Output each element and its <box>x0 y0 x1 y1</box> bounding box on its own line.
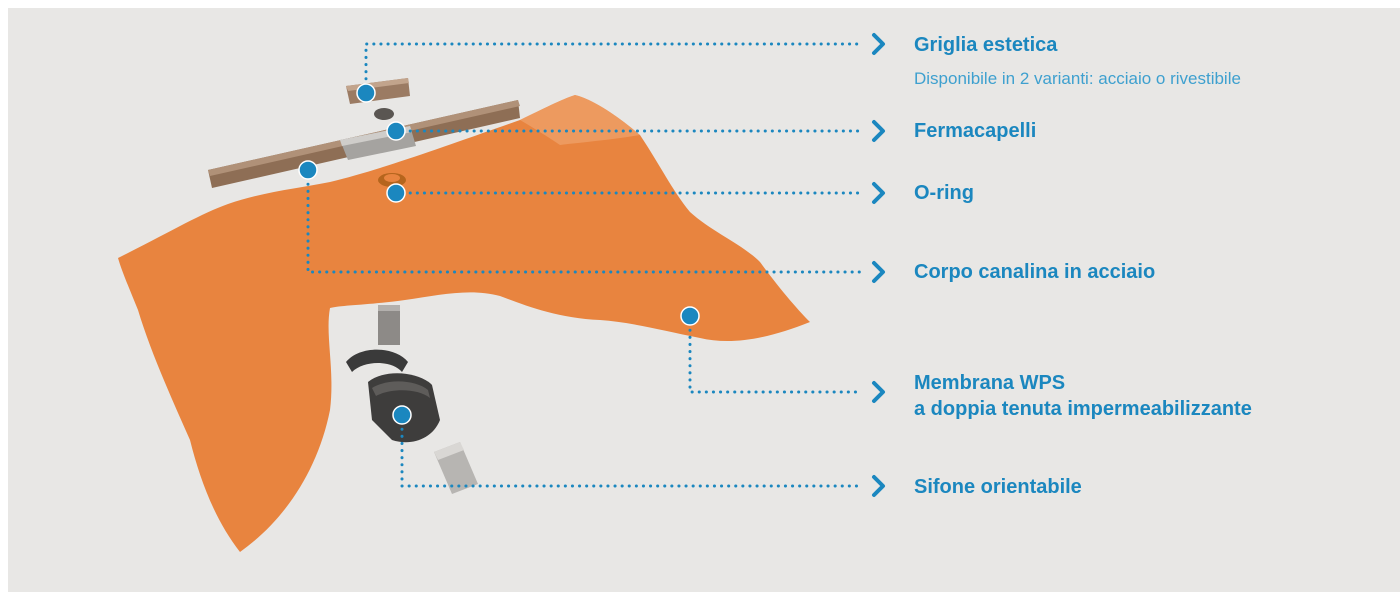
marker-sifone <box>393 406 411 424</box>
label-griglia: Griglia estetica <box>914 32 1057 58</box>
chevron-right-icon <box>874 477 883 495</box>
siphon-tail-part <box>434 442 478 494</box>
marker-corpo <box>299 161 317 179</box>
bracket-part <box>346 350 408 372</box>
chevron-right-icon <box>874 383 883 401</box>
label-griglia-title: Griglia estetica <box>914 34 1057 56</box>
chevron-right-icon <box>874 263 883 281</box>
label-membrana-line2: a doppia tenuta impermeabilizzante <box>914 396 1252 422</box>
label-membrana-line1: Membrana WPS <box>914 370 1252 396</box>
arrowheads <box>874 35 883 495</box>
label-oring: O-ring <box>914 180 974 206</box>
chevron-right-icon <box>874 184 883 202</box>
chevron-right-icon <box>874 35 883 53</box>
label-griglia-subtitle: Disponibile in 2 varianti: acciaio o riv… <box>914 68 1241 90</box>
grille-part <box>346 78 410 104</box>
outlet-pipe-part <box>378 305 400 345</box>
marker-membrana <box>681 307 699 325</box>
label-fermacapelli: Fermacapelli <box>914 118 1036 144</box>
marker-fermacapelli <box>387 122 405 140</box>
label-membrana: Membrana WPS a doppia tenuta impermeabil… <box>914 370 1252 422</box>
marker-griglia <box>357 84 375 102</box>
chevron-right-icon <box>874 122 883 140</box>
label-corpo: Corpo canalina in acciaio <box>914 259 1155 285</box>
connector-griglia <box>366 44 862 93</box>
label-sifone: Sifone orientabile <box>914 474 1082 500</box>
marker-oring <box>387 184 405 202</box>
